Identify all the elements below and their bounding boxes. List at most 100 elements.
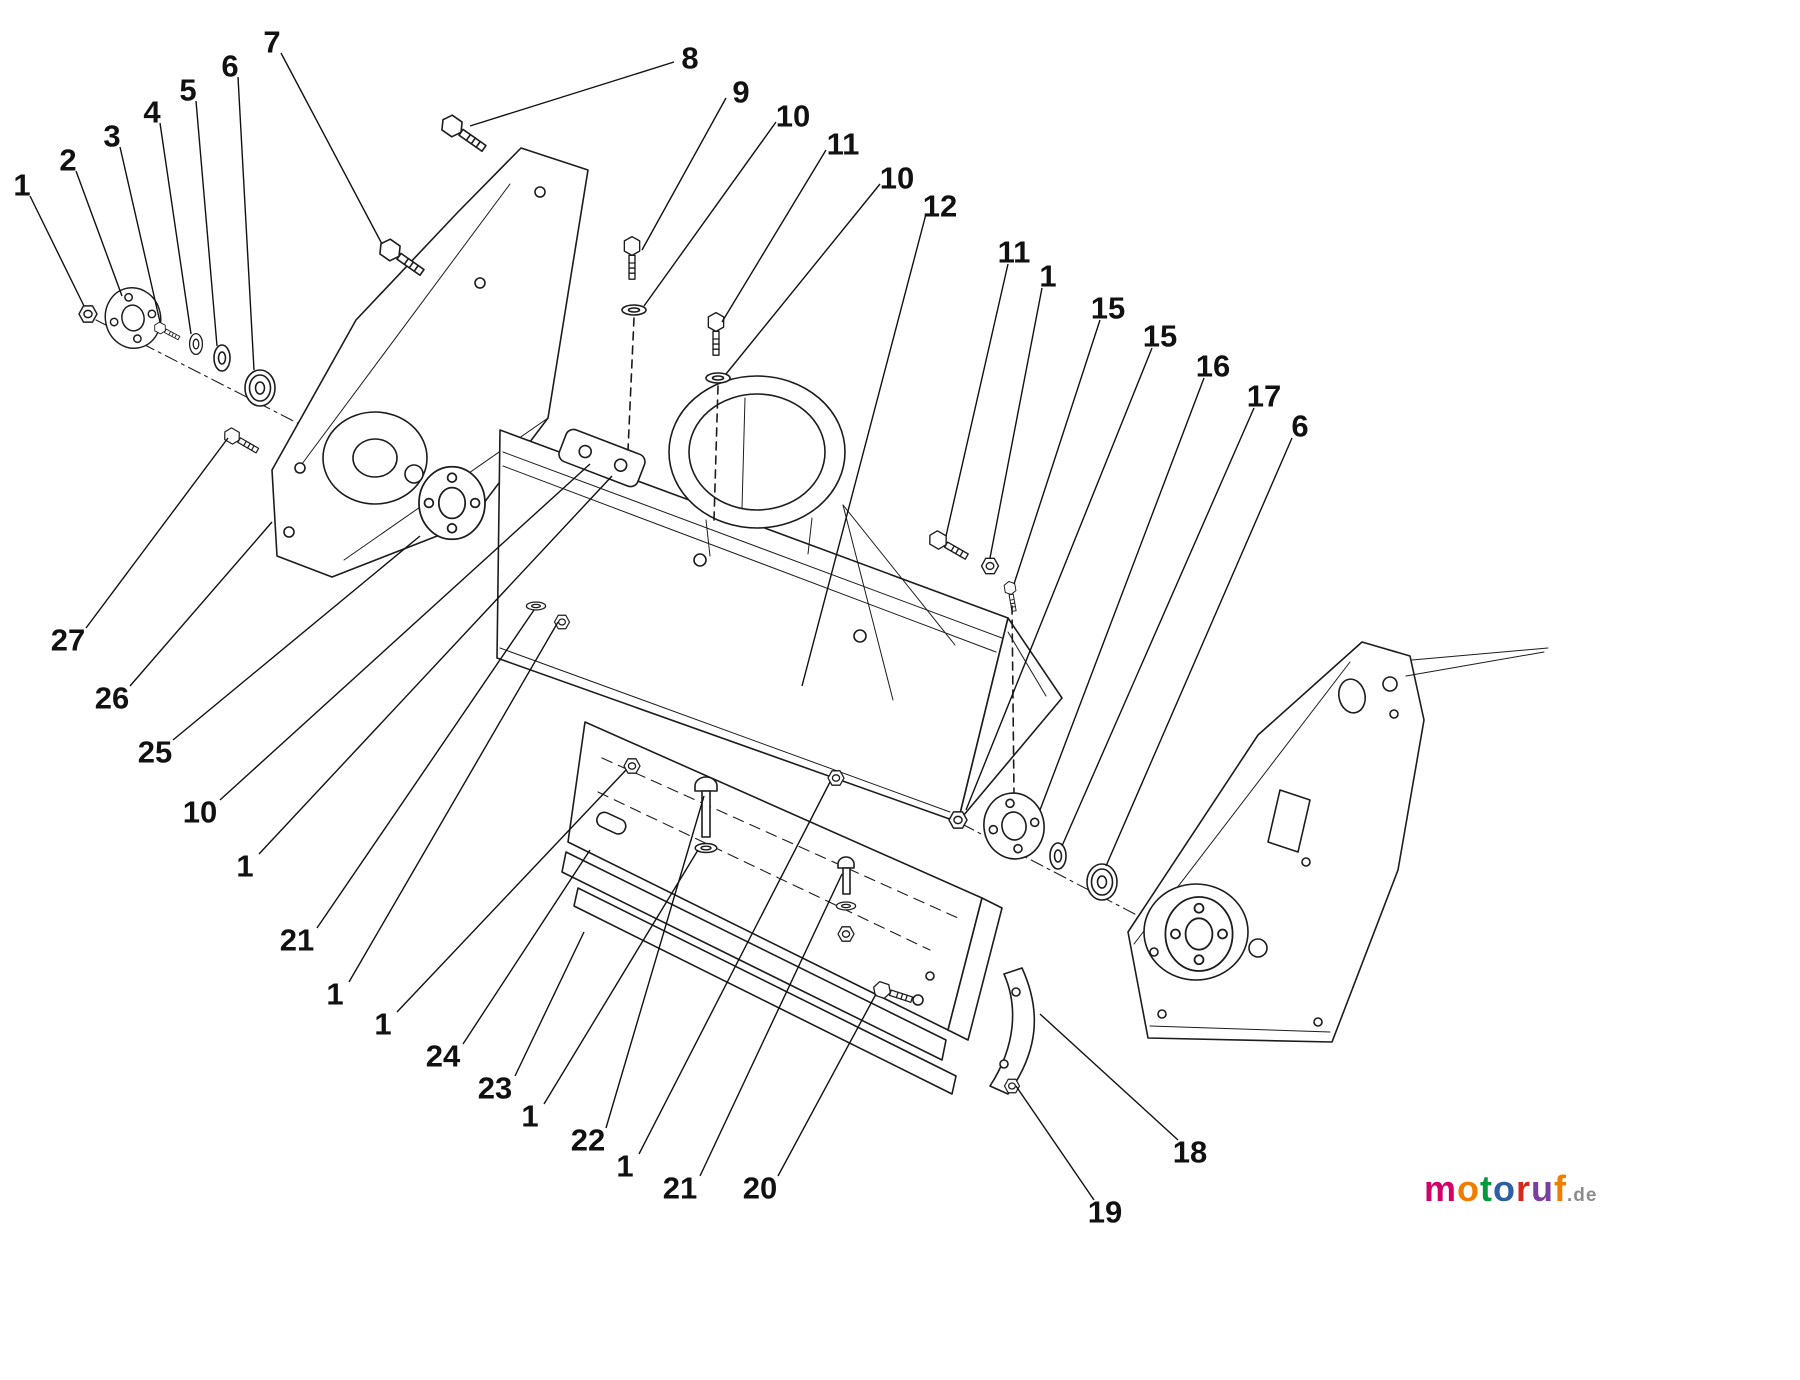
nut — [623, 758, 641, 774]
nut — [827, 770, 845, 786]
callout-label: 1 — [521, 1099, 538, 1134]
logo-letter: f — [1554, 1168, 1568, 1209]
callout-leader-line — [945, 263, 1009, 537]
washer — [694, 842, 718, 854]
callout-leader-line — [1039, 1013, 1179, 1141]
bearing — [1086, 863, 1118, 901]
callout-label: 16 — [1196, 349, 1230, 384]
nut — [948, 811, 968, 829]
bolt — [837, 856, 855, 869]
callout-label: 23 — [478, 1071, 512, 1106]
callout-leader-line — [1013, 319, 1101, 585]
logo-suffix: .de — [1567, 1185, 1598, 1206]
callout-leader-line — [1015, 1085, 1095, 1201]
callout-label: 1 — [616, 1149, 633, 1184]
callout-label: 15 — [1091, 291, 1125, 326]
callout-leader-line — [237, 76, 255, 371]
callout-label: 1 — [236, 849, 253, 884]
callout-leader-line — [219, 463, 591, 801]
mount-bracket — [558, 428, 646, 488]
logo-letter: o — [1457, 1168, 1481, 1209]
callout-leader-line — [462, 849, 591, 1045]
callout-leader-line — [638, 781, 831, 1155]
main-housing — [496, 428, 1063, 823]
callout-leader-line — [543, 849, 699, 1105]
callout-leader-line — [258, 475, 613, 855]
washer — [621, 304, 647, 316]
callout-label: 20 — [743, 1171, 777, 1206]
left-hub-flange — [418, 465, 486, 541]
callout-leader-line — [75, 170, 123, 297]
callout-label: 22 — [571, 1123, 605, 1158]
callout-leader-line — [605, 795, 705, 1129]
callout-leader-line — [348, 621, 559, 983]
logo-word: motoruf — [1424, 1168, 1567, 1209]
nut — [553, 614, 571, 630]
washer — [705, 372, 731, 384]
motoruf-logo[interactable]: motoruf.de — [1424, 1168, 1597, 1210]
callout-leader-line — [280, 52, 383, 245]
callout-leader-line — [129, 521, 273, 687]
callout-leader-line — [159, 122, 192, 335]
callout-leader-line — [1105, 437, 1293, 867]
callout-leader-line — [316, 609, 535, 929]
callout-leader-line — [195, 100, 218, 347]
callout-leader-line — [29, 195, 85, 307]
callout-leader-line — [514, 931, 585, 1077]
callout-label: 12 — [923, 189, 957, 224]
callout-label: 3 — [103, 119, 120, 154]
top-fasteners — [621, 235, 731, 521]
logo-letter: u — [1531, 1168, 1555, 1209]
bearing — [244, 369, 276, 407]
washer — [525, 601, 547, 611]
left-side-plate — [271, 147, 589, 578]
washer — [835, 901, 857, 911]
callout-leader-line — [469, 61, 675, 127]
callout-leader-line — [699, 873, 843, 1177]
callout-label: 10 — [776, 99, 810, 134]
deflector-bracket — [989, 967, 1036, 1095]
callout-label: 25 — [138, 735, 172, 770]
callout-leader-line — [1039, 377, 1205, 811]
logo-letter: r — [1516, 1168, 1532, 1209]
callout-label: 2 — [59, 143, 76, 178]
callout-leader-line — [801, 213, 927, 687]
callout-label: 11 — [998, 235, 1031, 270]
callout-label: 1 — [13, 168, 30, 203]
logo-letter: o — [1493, 1168, 1517, 1209]
callout-label: 21 — [663, 1171, 697, 1206]
callout-leader-line — [119, 146, 161, 323]
callout-label: 1 — [374, 1007, 391, 1042]
callout-leader-line — [643, 121, 777, 307]
washer — [188, 332, 204, 356]
callout-label: 18 — [1173, 1135, 1207, 1170]
callout-leader-line — [721, 149, 827, 323]
callout-leader-line — [85, 437, 229, 629]
logo-letter: m — [1424, 1168, 1458, 1209]
lower-housing — [525, 601, 1003, 1095]
callout-label: 21 — [280, 923, 314, 958]
nut — [78, 305, 98, 323]
callout-label: 27 — [51, 623, 85, 658]
callout-label: 9 — [732, 75, 749, 110]
callout-label: 19 — [1088, 1195, 1122, 1230]
callout-label: 1 — [1039, 259, 1056, 294]
right-hub-flange — [1164, 896, 1234, 972]
callout-label: 7 — [263, 25, 280, 60]
washer — [213, 344, 231, 372]
carriage-bolt — [694, 776, 718, 792]
callout-leader-line — [1061, 407, 1255, 847]
callout-label: 10 — [183, 795, 217, 830]
chute-ring — [668, 375, 846, 557]
callout-label: 1 — [326, 977, 343, 1012]
callout-label: 10 — [880, 161, 914, 196]
callout-label: 26 — [95, 681, 129, 716]
callout-leader-line — [965, 347, 1153, 811]
callout-leader-line — [396, 769, 627, 1013]
callout-label: 4 — [143, 95, 161, 130]
callout-label: 11 — [827, 127, 860, 162]
callout-label: 15 — [1143, 319, 1177, 354]
callout-label: 24 — [426, 1039, 461, 1074]
